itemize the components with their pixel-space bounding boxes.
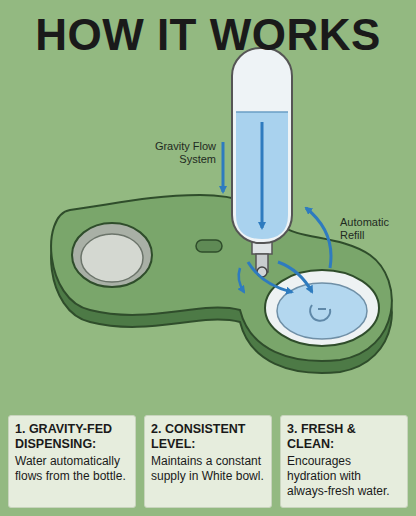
box-heading: 1. GRAVITY-FED DISPENSING: xyxy=(15,422,129,452)
info-box: 1. GRAVITY-FED DISPENSING:Water automati… xyxy=(8,415,136,508)
info-box: 2. CONSISTENT LEVEL:Maintains a constant… xyxy=(144,415,272,508)
info-box: 3. FRESH & CLEAN:Encourages hydration wi… xyxy=(280,415,408,508)
callout-label: Gravity Flow System xyxy=(138,140,216,166)
box-heading: 2. CONSISTENT LEVEL: xyxy=(151,422,265,452)
box-body: Maintains a constant supply in White bow… xyxy=(151,454,265,484)
box-heading: 3. FRESH & CLEAN: xyxy=(287,422,401,452)
diagram-title: HOW IT WORKS xyxy=(0,10,416,60)
box-body: Water automatically flows from the bottl… xyxy=(15,454,129,484)
box-body: Encourages hydration with always-fresh w… xyxy=(287,454,401,499)
callout-label: Automatic Refill xyxy=(340,216,404,242)
